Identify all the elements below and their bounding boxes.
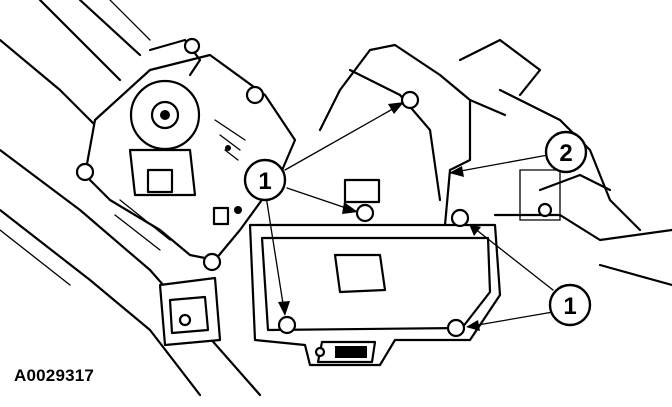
screw-top — [400, 90, 420, 110]
callout-2-label: 2 — [559, 140, 572, 167]
fasteners — [277, 90, 470, 338]
heater-plenum-housing — [318, 38, 672, 287]
screw-middle-left — [355, 203, 375, 223]
leader-lines — [265, 102, 554, 331]
actuator-motor — [75, 37, 297, 272]
figure-id-label: A0029317 — [14, 366, 95, 385]
callout-1-bottom: 1 — [548, 283, 592, 327]
callout-1-top-label: 1 — [258, 168, 271, 195]
callout-1-top: 1 — [243, 158, 287, 202]
cover-plate — [248, 223, 502, 367]
screw-right — [450, 208, 470, 228]
screw-bottom-left — [277, 315, 297, 335]
callout-2: 2 — [544, 130, 588, 174]
screw-bottom-right — [446, 318, 466, 338]
callout-1-bottom-label: 1 — [563, 293, 576, 320]
duct-outlet — [158, 276, 222, 347]
